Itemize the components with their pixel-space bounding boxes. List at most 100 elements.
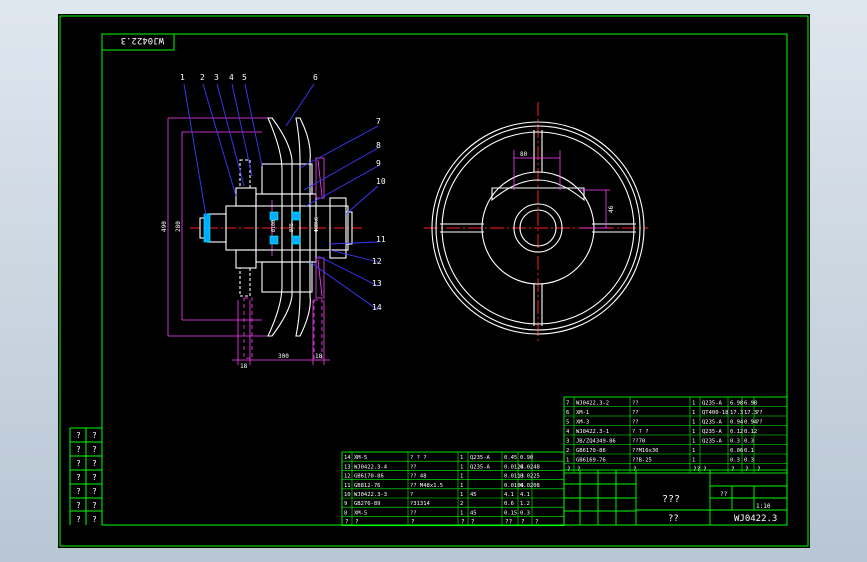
balloon-3: 3 <box>214 73 219 82</box>
bom-cell-w2: 6.98 <box>744 401 757 407</box>
bom-cell-mat: Q235-A <box>702 439 723 445</box>
bom-cell-code: GB276-89 <box>354 501 381 507</box>
bom-header-cell: ? <box>535 519 539 526</box>
left-strip-cell: ? <box>92 459 97 468</box>
left-strip-cell: ? <box>92 473 97 482</box>
bom-cell-w2: 0.90 <box>520 455 533 461</box>
bom-cell-name: ??B-25 <box>632 458 652 464</box>
left-strip-cell: ? <box>76 431 81 440</box>
title-scale: 1:10 <box>756 503 771 510</box>
bom-cell-w1: 0.0124 <box>504 464 525 470</box>
left-strip-cell: ? <box>92 515 97 524</box>
bom-cell-qty: 1 <box>460 492 463 498</box>
dim-left-2: 280 <box>175 221 182 232</box>
dim-bottom-1: 18 <box>240 363 248 370</box>
bom-cell-w2: 0.3 <box>520 510 530 516</box>
bom-cell-w1: 0.3 <box>730 439 740 445</box>
dim-right-1: 46 <box>608 205 615 213</box>
balloon-8: 8 <box>376 141 381 150</box>
end-view: 80 46 <box>424 102 648 344</box>
bom-cell-qty: 1 <box>460 483 463 489</box>
outer-border <box>59 15 809 547</box>
bom-cell-no: 11 <box>344 483 351 489</box>
bom-header-cell: ? <box>411 519 415 526</box>
bom-cell-w1: 0.12 <box>730 429 743 435</box>
bom-cell-no: 8 <box>344 510 347 516</box>
left-strip-cell: ? <box>92 487 97 496</box>
bom-cell-w2: 0.3 <box>744 439 754 445</box>
bom-cell-name: ?? <box>410 510 417 516</box>
bom-cell-note: ?? <box>756 420 763 426</box>
bom-cell-code: GB6170-86 <box>354 474 384 480</box>
bom-cell-name: ?31314 <box>410 501 431 507</box>
left-strip-cell: ? <box>76 459 81 468</box>
bom-cell-code: GB812-76 <box>354 483 381 489</box>
bom-cell-w1: 0.3 <box>730 458 740 464</box>
bom-cell-name: ? ? ? <box>632 429 649 435</box>
bom-cell-w1: 0.0113 <box>504 474 524 480</box>
balloon-7: 7 <box>376 117 381 126</box>
left-strip-cell: ? <box>76 501 81 510</box>
bom-cell-qty: 1 <box>692 429 695 435</box>
bom-cell-w1: 0.0104 <box>504 483 525 489</box>
bom-cell-qty: 1 <box>692 448 695 454</box>
bom-cell-w2: 0.0225 <box>520 474 540 480</box>
bom-header-cell: ? <box>355 519 359 526</box>
balloon-11: 11 <box>376 235 386 244</box>
bom-cell-name: ?? <box>632 410 639 416</box>
balloon-6: 6 <box>313 73 318 82</box>
bom-cell-code: XM-5 <box>354 455 367 461</box>
bom-header-cell: ? <box>567 466 571 473</box>
bom-cell-name: ? <box>410 492 413 498</box>
bom-header-cell: ? <box>745 466 749 473</box>
bom-cell-mat: Q235-A <box>470 464 491 470</box>
balloon-13: 13 <box>372 279 382 288</box>
bom-cell-no: 3 <box>566 439 569 445</box>
bom-cell-qty: 1 <box>692 410 695 416</box>
bom-cell-w1: 0.94 <box>730 420 744 426</box>
bom-cell-qty: 1 <box>460 510 463 516</box>
bom-cell-name: ?? <box>632 401 639 407</box>
bom-header-cell: ? <box>471 519 475 526</box>
title-small: ?? <box>720 491 728 498</box>
bom-cell-qty: 1 <box>692 439 695 445</box>
bom-header-cell: ? <box>633 466 637 473</box>
bom-cell-no: 1 <box>566 458 569 464</box>
model-space[interactable] <box>58 14 810 548</box>
inner-border <box>101 33 788 526</box>
left-strip-cell: ? <box>76 473 81 482</box>
bom-cell-w1: 0.15 <box>504 510 517 516</box>
balloon-4: 4 <box>229 73 234 82</box>
bom-header-cell: ? <box>703 466 707 473</box>
bom-cell-w2: 0.12 <box>744 429 757 435</box>
bom-cell-qty: 1 <box>460 474 463 480</box>
bom-cell-qty: 2 <box>460 501 463 507</box>
left-strip-text: ?????????????? <box>76 431 97 524</box>
left-strip-cell: ? <box>76 445 81 454</box>
bom-cell-qty: 1 <box>460 455 463 461</box>
bom-cell-name: ?? <box>632 420 639 426</box>
bom-cell-w2: 4.1 <box>520 492 530 498</box>
bom-cell-mat: QT400-18 <box>702 410 729 416</box>
dim-bottom-2: 300 <box>278 353 289 360</box>
bom-header-cell: ? <box>521 519 525 526</box>
bom-cell-mat: 45 <box>470 510 477 516</box>
bom-cell-name: ??70 <box>632 439 645 445</box>
bom-cell-w2: 0.1 <box>744 448 754 454</box>
balloon-9: 9 <box>376 159 381 168</box>
bom-cell-w1: 4.1 <box>504 492 514 498</box>
bom-cell-qty: 1 <box>692 458 695 464</box>
bom-cell-name: ?? 48 <box>410 474 427 480</box>
title-stamp: WJ0422.3 <box>734 514 777 524</box>
bom-cell-w1: 0.45 <box>504 455 517 461</box>
